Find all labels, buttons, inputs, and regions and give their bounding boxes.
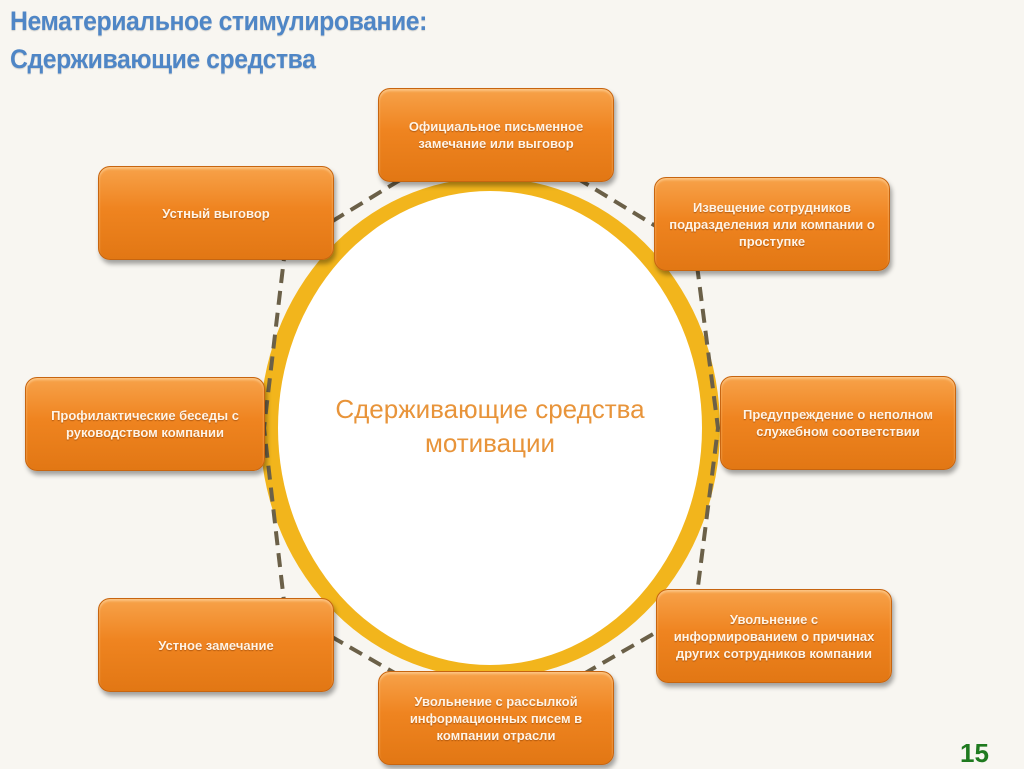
slide-title: Нематериальное стимулирование: Сдерживаю… [10,2,427,78]
item-oral-reprimand: Устный выговор [98,166,334,260]
item-official-reprimand: Официальное письменное замечание или выг… [378,88,614,182]
title-line-1: Нематериальное стимулирование: [10,6,427,36]
item-notify-employees: Извещение сотрудников подразделения или … [654,177,890,271]
ring-inner [278,191,702,665]
page-number: 15 [960,738,989,768]
item-dismissal-letters: Увольнение с рассылкой информационных пи… [378,671,614,765]
center-label-line-1: Сдерживающие средства [335,394,645,424]
item-oral-remark: Устное замечание [98,598,334,692]
center-label-line-2: мотивации [424,428,556,458]
title-line-2: Сдерживающие средства [10,44,316,74]
item-preventive-talks: Профилактические беседы с руководством к… [25,377,265,471]
item-dismissal-informing: Увольнение с информированием о причинах … [656,589,892,683]
item-warning-incompetence: Предупреждение о неполном служебном соот… [720,376,956,470]
center-label: Сдерживающие средства мотивации [290,392,690,460]
